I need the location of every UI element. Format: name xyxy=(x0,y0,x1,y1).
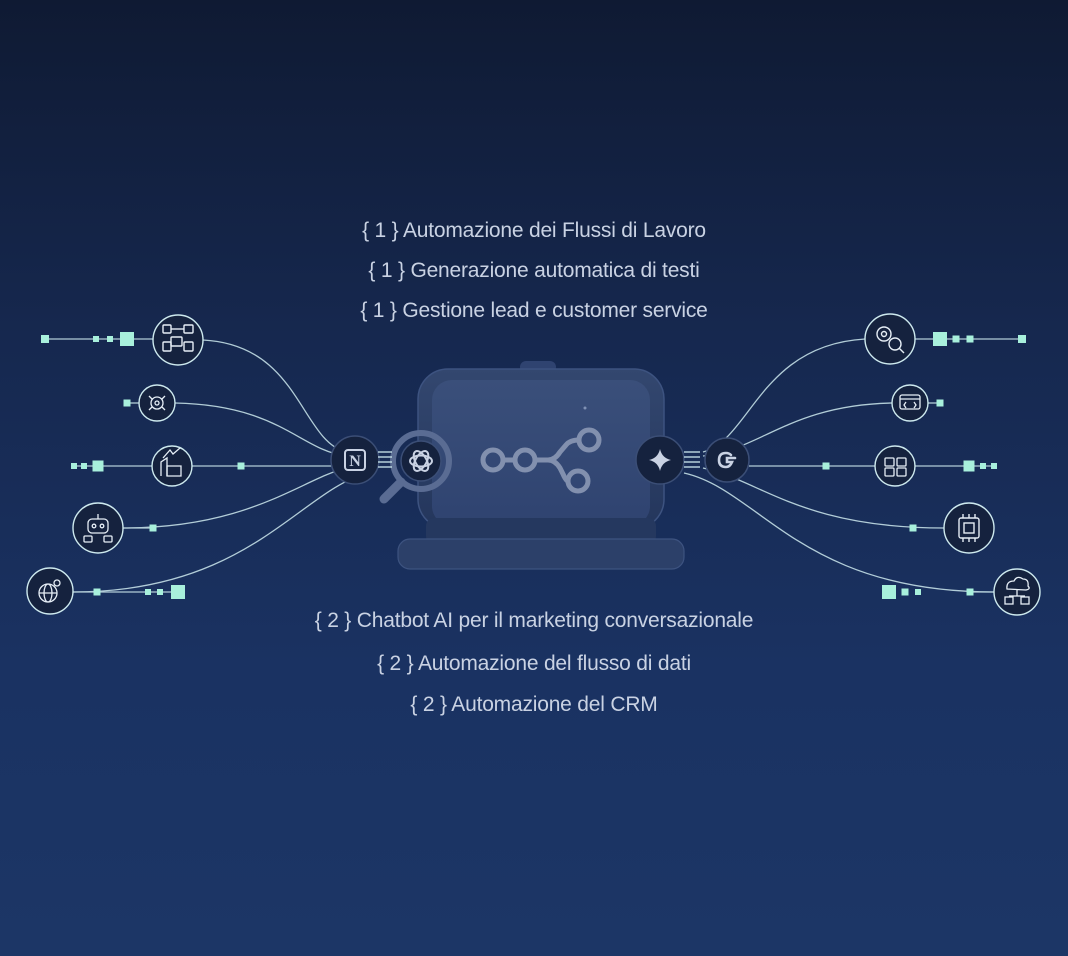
line-marker xyxy=(237,462,245,470)
caption-tag: { 1 } xyxy=(368,259,405,282)
connection-line xyxy=(122,467,347,529)
line-marker xyxy=(822,462,830,470)
workflow-nodes-icon xyxy=(480,427,602,494)
left-node-4 xyxy=(72,502,124,554)
caption-text: Automazione del CRM xyxy=(451,693,658,716)
line-marker xyxy=(936,399,944,407)
line-marker xyxy=(909,524,917,532)
right-node-2 xyxy=(891,384,929,422)
line-marker xyxy=(933,332,947,346)
process-puzzle-icon xyxy=(884,457,907,477)
line-marker xyxy=(991,463,997,469)
line-marker xyxy=(93,336,99,342)
line-marker xyxy=(71,463,77,469)
line-marker xyxy=(966,335,974,343)
sparkle-ai-icon xyxy=(635,435,685,485)
line-marker xyxy=(120,332,134,346)
caption-tag: { 2 } xyxy=(314,609,352,632)
svg-text:N: N xyxy=(349,453,361,470)
workflow-chart-icon xyxy=(162,324,194,352)
line-marker xyxy=(915,589,921,595)
caption-text: Automazione del flusso di dati xyxy=(417,652,691,675)
code-window-icon xyxy=(899,394,921,410)
line-marker xyxy=(171,585,185,599)
top-caption-1: { 1 } Automazione dei Flussi di Lavoro xyxy=(0,219,1068,243)
openai-icon xyxy=(400,440,442,482)
google-icon xyxy=(704,437,750,483)
line-marker xyxy=(952,335,960,343)
line-marker xyxy=(1018,335,1026,343)
caption-text: Automazione dei Flussi di Lavoro xyxy=(402,219,706,242)
connection-line xyxy=(72,472,369,593)
line-marker xyxy=(882,585,896,599)
left-node-5 xyxy=(26,567,74,615)
line-marker xyxy=(145,589,151,595)
connection-line xyxy=(683,472,995,593)
robot-chat-icon xyxy=(83,514,113,543)
caption-tag: { 1 } xyxy=(362,219,399,242)
line-marker xyxy=(81,463,87,469)
cloud-network-icon xyxy=(1004,576,1030,605)
line-marker xyxy=(149,524,157,532)
growth-building-icon xyxy=(160,447,182,477)
bottom-caption-2: { 2 } Automazione del flusso di dati xyxy=(0,652,1068,676)
bottom-caption-1: { 2 } Chatbot AI per il marketing conver… xyxy=(0,609,1068,633)
caption-text: Generazione automatica di testi xyxy=(410,259,700,282)
line-marker xyxy=(92,460,104,472)
connector-fan-right xyxy=(684,451,700,468)
caption-text: Gestione lead e customer service xyxy=(402,299,708,322)
brain-circuit-icon xyxy=(148,395,166,411)
line-markers xyxy=(41,332,1026,599)
right-node-4 xyxy=(943,502,995,554)
left-node-2 xyxy=(138,384,176,422)
line-marker xyxy=(41,335,49,343)
line-marker xyxy=(963,460,975,472)
left-node-1 xyxy=(152,314,204,366)
connection-line xyxy=(174,402,347,457)
connector-fan-left xyxy=(378,451,392,468)
chip-icon xyxy=(958,514,980,542)
line-marker xyxy=(901,588,909,596)
caption-tag: { 2 } xyxy=(377,652,414,675)
line-marker xyxy=(980,463,986,469)
global-settings-icon xyxy=(38,579,61,603)
top-caption-3: { 1 } Gestione lead e customer service xyxy=(0,299,1068,323)
top-caption-2: { 1 } Generazione automatica di testi xyxy=(0,259,1068,283)
right-node-3 xyxy=(874,445,916,487)
right-node-5 xyxy=(993,568,1041,616)
line-marker xyxy=(107,336,113,342)
bottom-caption-3: { 2 } Automazione del CRM xyxy=(0,693,1068,717)
line-marker xyxy=(93,588,101,596)
connection-line xyxy=(702,338,866,453)
magnifier-icon xyxy=(379,430,452,504)
line-marker xyxy=(157,589,163,595)
connection-line xyxy=(202,339,347,453)
line-marker xyxy=(966,588,974,596)
left-node-3 xyxy=(151,445,193,487)
notion-icon: N xyxy=(330,435,380,485)
right-node-1 xyxy=(864,313,916,365)
caption-tag: { 1 } xyxy=(360,299,397,322)
caption-tag: { 2 } xyxy=(410,693,447,716)
gear-search-icon xyxy=(876,326,905,354)
line-marker xyxy=(123,399,131,407)
caption-text: Chatbot AI per il marketing conversazion… xyxy=(356,609,754,632)
